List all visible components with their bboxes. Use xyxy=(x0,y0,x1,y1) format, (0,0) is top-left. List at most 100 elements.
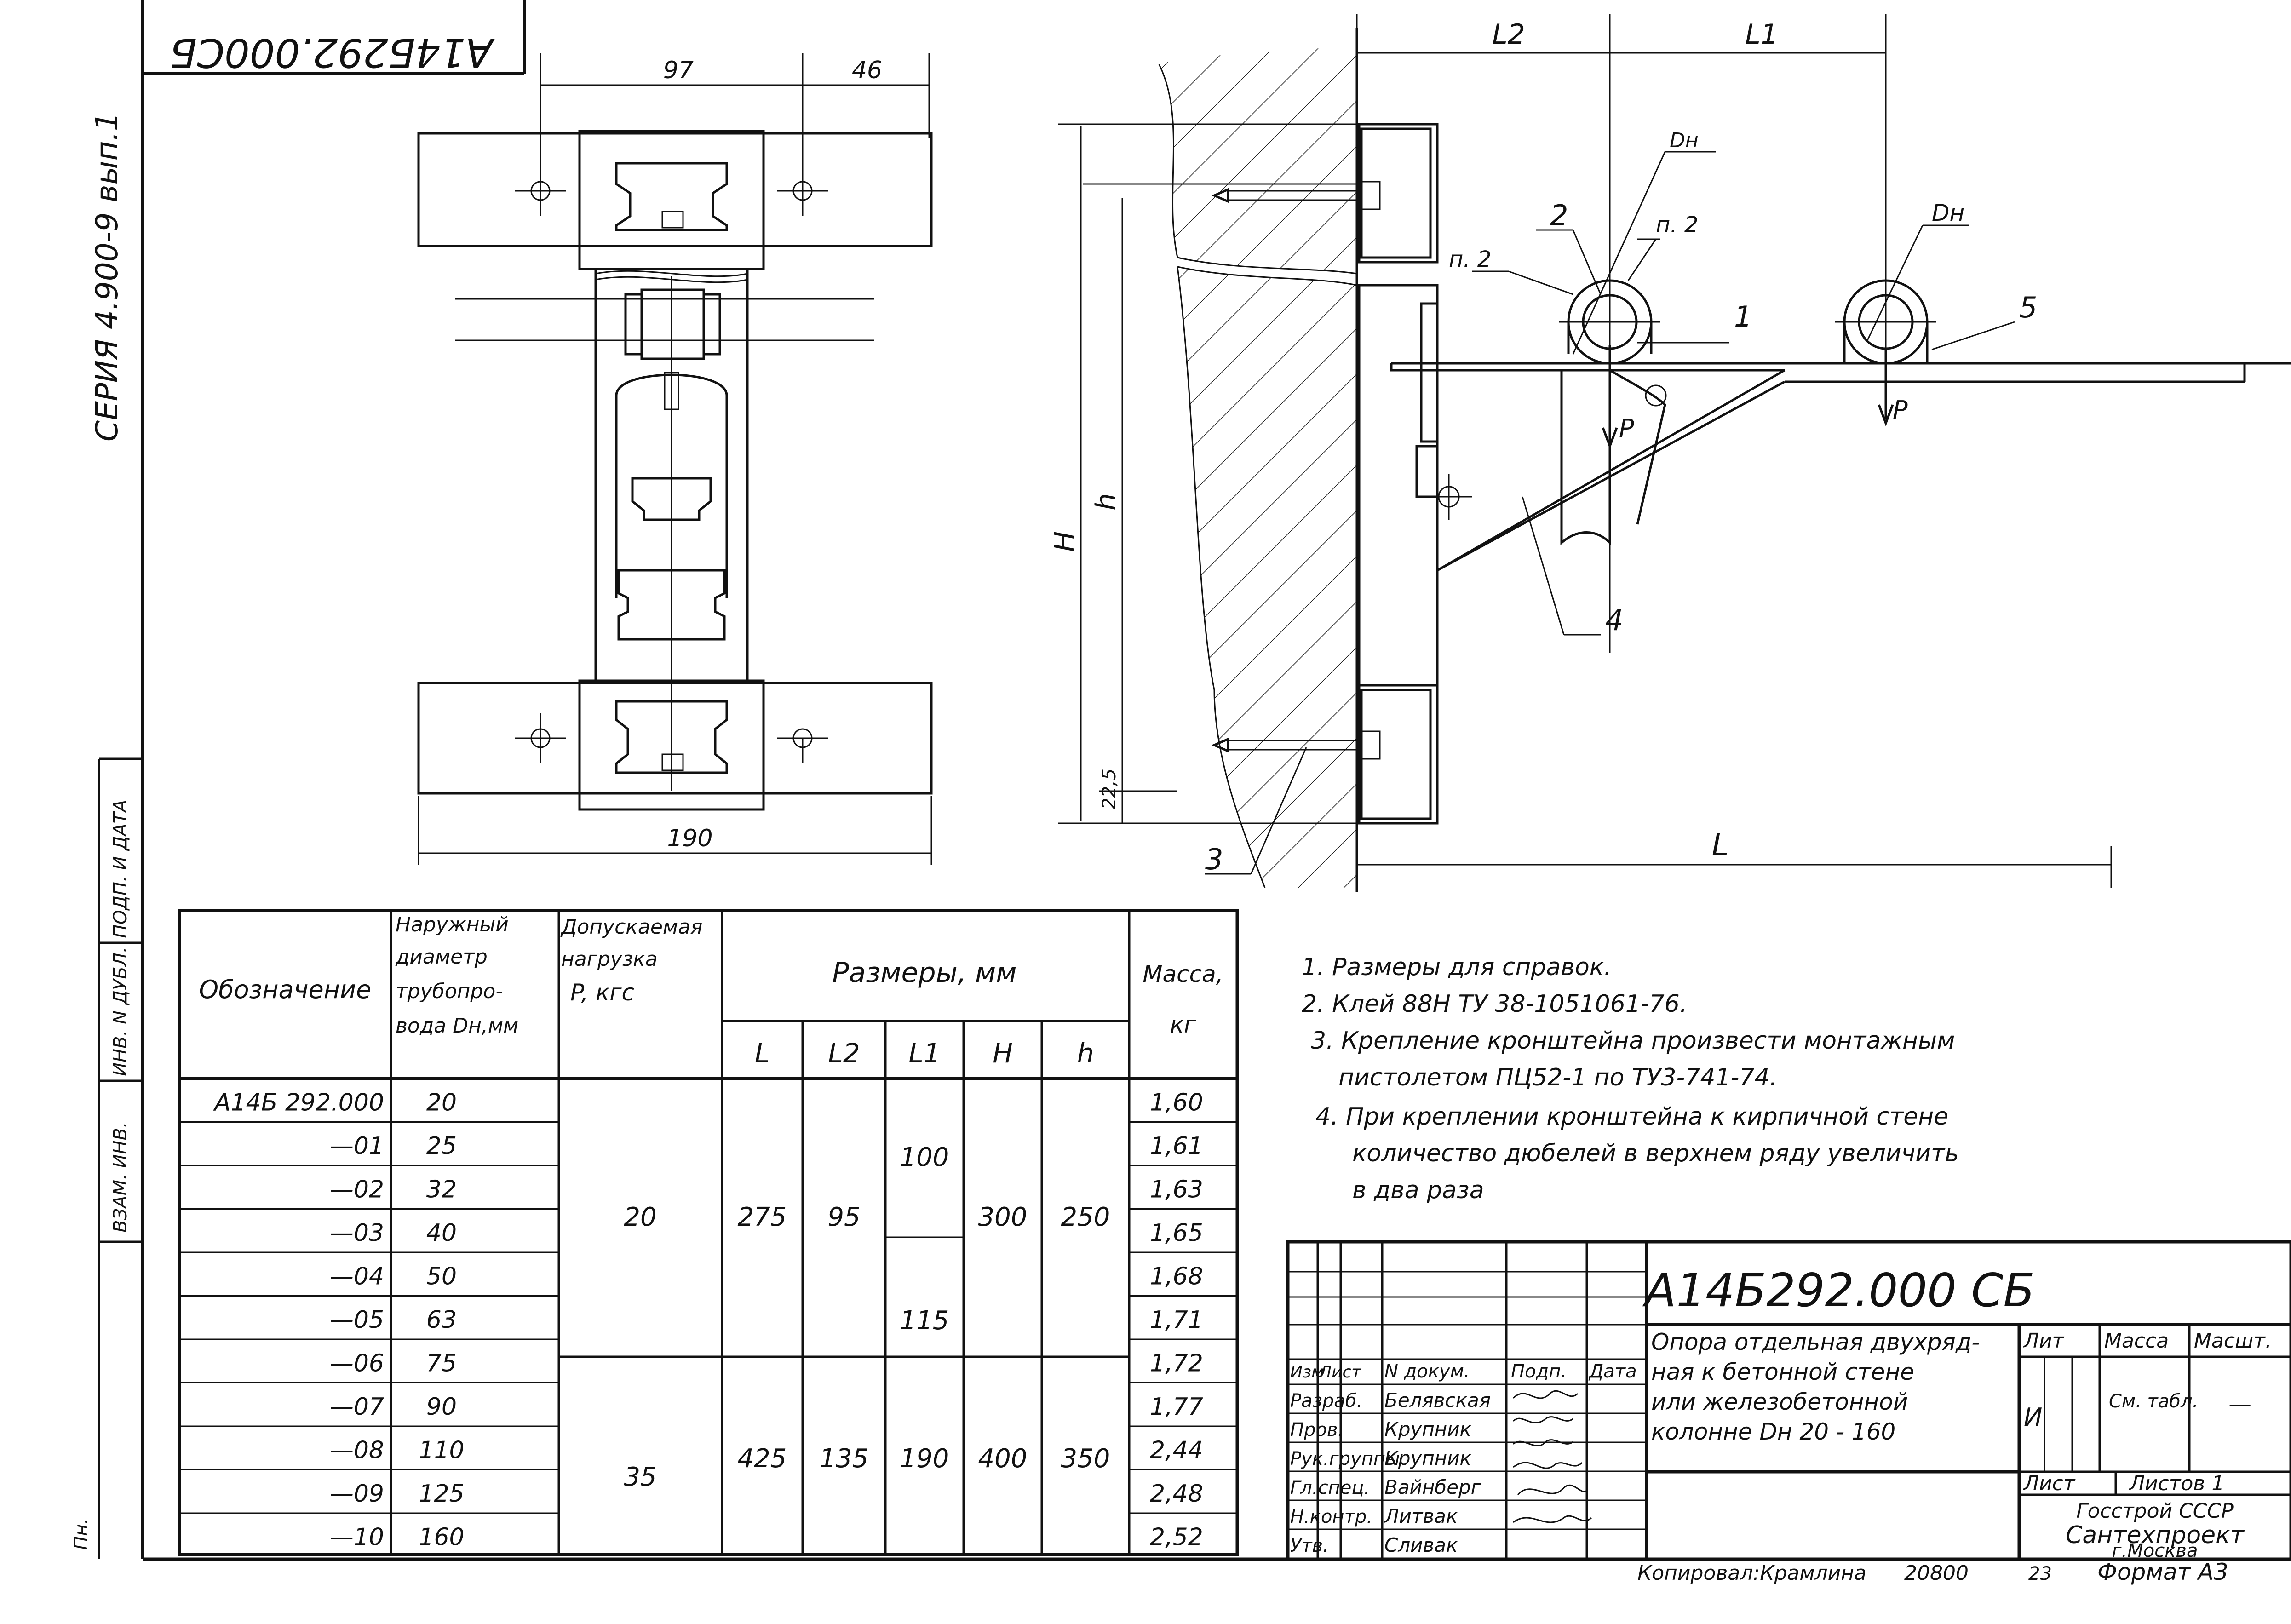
footer-number: 20800 xyxy=(1904,1561,1969,1585)
dim-L1: L1 xyxy=(1745,18,1778,51)
callout-5: 5 xyxy=(2019,291,2037,324)
dim-190: 190 xyxy=(667,825,712,852)
table-row-diameter: 90 xyxy=(426,1393,457,1421)
note-4-cont: количество дюбелей в верхнем ряду увелич… xyxy=(1352,1140,1959,1167)
table-row-code: —10 xyxy=(330,1524,384,1551)
notes: 1. Размеры для справок. 2. Клей 88Н ТУ 3… xyxy=(1302,953,1959,1204)
table-row-mass: 2,44 xyxy=(1150,1437,1203,1464)
table-row-code: —01 xyxy=(330,1132,384,1160)
g2-L2: 135 xyxy=(820,1444,869,1474)
th-L2: L2 xyxy=(828,1038,860,1069)
th-L1: L1 xyxy=(908,1038,940,1069)
g2-L1: 190 xyxy=(900,1444,949,1474)
table-row-mass: 2,52 xyxy=(1150,1524,1203,1551)
callout-p2-left: п. 2 xyxy=(1449,247,1491,272)
th-designation: Обозначение xyxy=(199,975,372,1004)
callout-1: 1 xyxy=(1734,300,1752,333)
th-load-2: нагрузка xyxy=(561,947,658,971)
tb-roles: Разраб.БелявскаяПров.КрупникРук.группыКр… xyxy=(1290,1389,1491,1556)
g2-h: 350 xyxy=(1061,1444,1110,1474)
table-row-code: —02 xyxy=(330,1176,384,1204)
tb-rev-list: Лист xyxy=(1318,1363,1361,1382)
th-mass-2: кг xyxy=(1170,1011,1196,1038)
th-L: L xyxy=(755,1038,769,1069)
corner-mark: Пн. xyxy=(71,1518,92,1550)
table-row-mass: 1,60 xyxy=(1150,1089,1203,1117)
side-view xyxy=(1058,14,2291,892)
table-row-diameter: 75 xyxy=(426,1350,457,1377)
note-4: 4. При креплении кронштейна к кирпичной … xyxy=(1315,1103,1948,1130)
callout-3: 3 xyxy=(1205,843,1223,876)
load-P-pipe2: P xyxy=(1893,396,1908,425)
g2-L: 425 xyxy=(738,1444,787,1474)
footer-page: 23 xyxy=(2028,1563,2052,1584)
g1-H: 300 xyxy=(978,1202,1028,1232)
th-load-3: P, кгс xyxy=(570,979,634,1006)
tb-rev-ndok: N докум. xyxy=(1384,1361,1470,1382)
tb-role: Гл.спец. xyxy=(1290,1477,1370,1498)
note-3: 3. Крепление кронштейна произвести монта… xyxy=(1311,1027,1955,1055)
g1-h: 250 xyxy=(1061,1202,1110,1232)
tb-scale-value: — xyxy=(2228,1391,2251,1417)
table-row-mass: 1,65 xyxy=(1150,1219,1203,1247)
spec-table xyxy=(178,909,1239,1556)
tb-role: Утв. xyxy=(1290,1535,1329,1556)
th-h: h xyxy=(1077,1038,1094,1069)
table-row-diameter: 20 xyxy=(426,1089,457,1117)
g2-H: 400 xyxy=(978,1444,1028,1474)
footer-copied: Копировал:Крамлина xyxy=(1637,1561,1866,1585)
th-diameter-4: вода Dн,мм xyxy=(396,1014,518,1038)
table-row-code: —05 xyxy=(330,1306,384,1334)
tb-sheet-label: Лист xyxy=(2023,1472,2076,1495)
note-2: 2. Клей 88Н ТУ 38-1051061-76. xyxy=(1302,990,1687,1018)
table-row-diameter: 50 xyxy=(426,1263,457,1291)
tb-role: Разраб. xyxy=(1290,1390,1362,1412)
table-row-mass: 2,48 xyxy=(1150,1480,1203,1508)
tb-org-2: Сантехпроект xyxy=(2066,1521,2245,1549)
tb-title-1: Опора отдельная двухряд- xyxy=(1651,1329,1980,1355)
tb-mass-value: См. табл. xyxy=(2109,1391,2198,1412)
callout-4: 4 xyxy=(1605,603,1623,637)
th-load-1: Допускаемая xyxy=(560,915,703,939)
tb-org-3: г.Москва xyxy=(2112,1540,2198,1561)
table-row-diameter: 63 xyxy=(426,1306,457,1334)
tb-name: Сливак xyxy=(1384,1534,1458,1556)
table-row-mass: 1,71 xyxy=(1150,1306,1203,1334)
dim-L2: L2 xyxy=(1492,18,1525,51)
tb-rev-podp: Подп. xyxy=(1511,1361,1567,1382)
table-row-code: —06 xyxy=(330,1350,384,1377)
tb-rev-data: Дата xyxy=(1588,1361,1637,1382)
th-diameter-3: трубопро- xyxy=(396,980,503,1003)
tb-name: Вайнберг xyxy=(1384,1476,1481,1498)
tb-sheets-label: Листов 1 xyxy=(2129,1472,2224,1495)
dim-Dn-pipe2: Dн xyxy=(1932,200,1964,226)
tb-rev-izm: Изм xyxy=(1290,1363,1324,1382)
dim-Dn-pipe1: Dн xyxy=(1670,129,1699,152)
g1-L1b: 115 xyxy=(900,1306,949,1336)
table-row-mass: 1,68 xyxy=(1150,1263,1203,1291)
g1-P: 20 xyxy=(624,1202,656,1232)
title-block xyxy=(1286,1240,2291,1561)
table-row-mass: 1,77 xyxy=(1150,1393,1203,1421)
g2-P: 35 xyxy=(624,1462,656,1492)
tb-lit-header: Лит xyxy=(2023,1329,2065,1353)
th-mass-1: Масса, xyxy=(1143,961,1223,987)
table-row-mass: 1,72 xyxy=(1150,1350,1203,1377)
tb-name: Крупник xyxy=(1384,1418,1472,1440)
callout-p2-right: п. 2 xyxy=(1656,212,1698,238)
load-P-pipe1: P xyxy=(1619,414,1634,443)
top-view xyxy=(417,53,933,865)
tb-role: Пров. xyxy=(1290,1419,1344,1440)
th-H: H xyxy=(993,1038,1013,1069)
table-row-diameter: 25 xyxy=(426,1132,457,1160)
doc-code-rotated: А14Б292.000СБ xyxy=(170,29,495,75)
table-row-code: —04 xyxy=(330,1263,384,1291)
tb-name: Литвак xyxy=(1384,1505,1458,1527)
tb-lit-value: И xyxy=(2024,1403,2042,1432)
tb-org-1: Госстрой СССР xyxy=(2076,1499,2234,1523)
side-label-podp: ПОДП. И ДАТА xyxy=(110,800,131,938)
th-diameter-1: Наружный xyxy=(396,913,509,936)
dim-h: h xyxy=(1090,493,1122,511)
dim-H: H xyxy=(1049,531,1081,552)
